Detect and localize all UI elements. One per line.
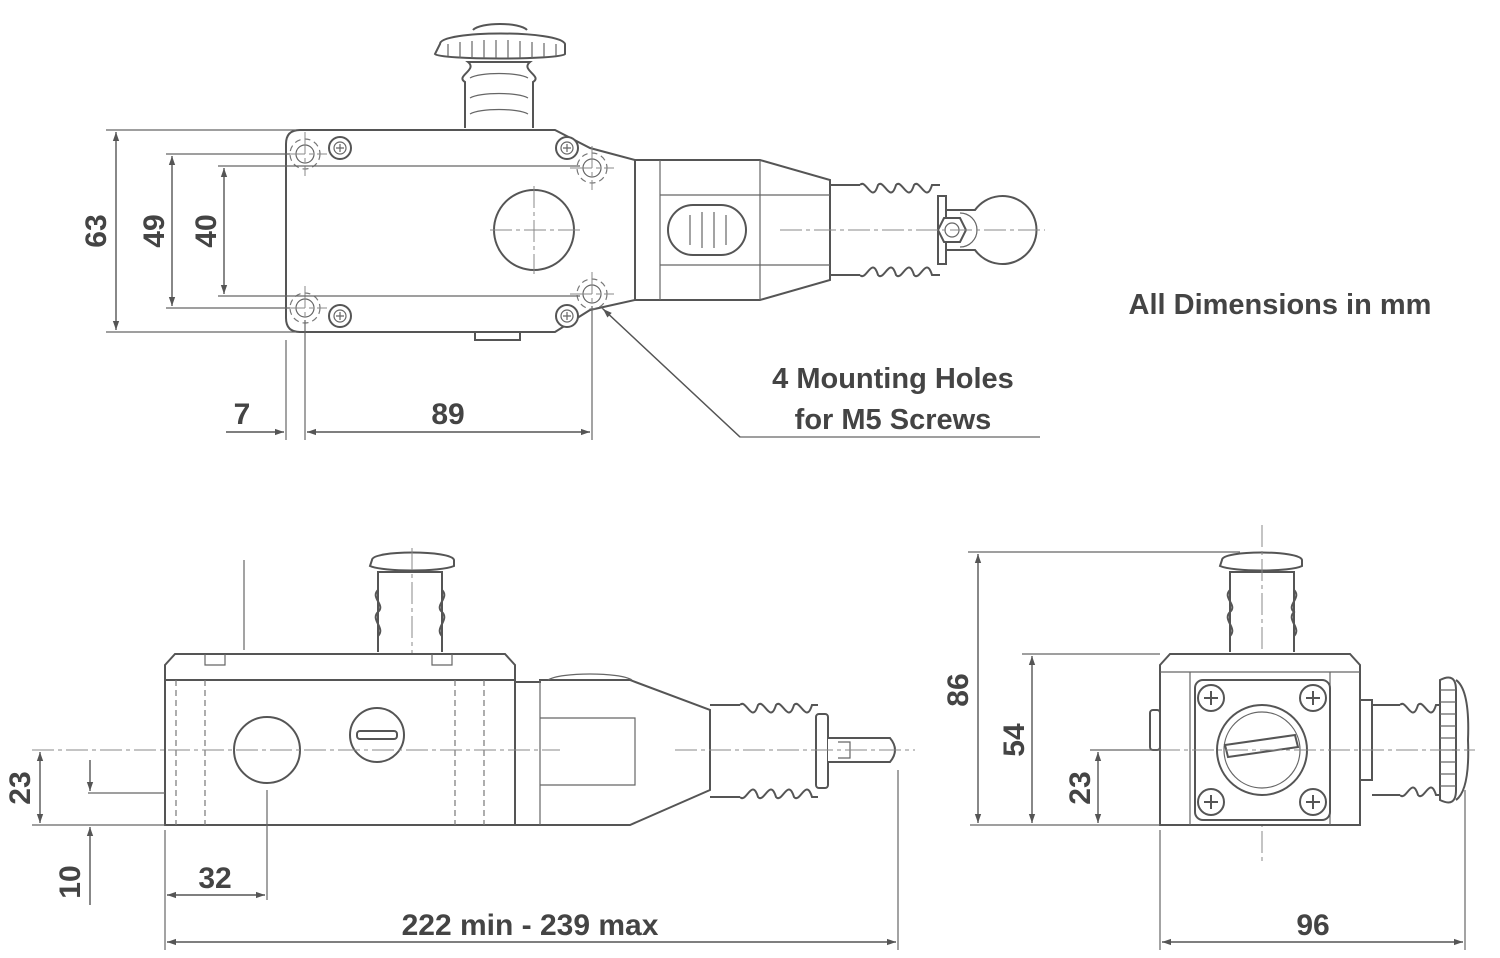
indicator-window <box>667 204 747 256</box>
end-dim-total-height-label: 86 <box>942 673 975 706</box>
dim-inner-label: 40 <box>190 214 223 247</box>
dim-offset-label: 7 <box>234 398 251 431</box>
top-view: 63 49 40 7 89 <box>80 23 1045 440</box>
dim-height-label: 63 <box>80 214 113 247</box>
side-dim-foot-label: 10 <box>54 865 87 898</box>
housing-top <box>285 129 636 333</box>
units-note: All Dimensions in mm <box>1129 289 1432 321</box>
mounting-holes-note-line2: for M5 Screws <box>795 404 992 436</box>
side-view: 23 10 32 222 min - 239 max <box>4 548 915 950</box>
housing-side <box>164 679 516 826</box>
mounting-holes-note-line1: 4 Mounting Holes <box>772 363 1014 395</box>
end-dim-width-label: 96 <box>1296 909 1329 942</box>
end-view: 86 54 23 96 <box>942 525 1475 950</box>
dim-hole-pitch-h-label: 89 <box>431 398 464 431</box>
side-dim-length-label: 222 min - 239 max <box>402 909 659 942</box>
side-dim-hole-dist-label: 32 <box>198 862 231 895</box>
end-dim-axis-height-label: 23 <box>1064 771 1097 804</box>
dim-hole-pitch-v-label: 49 <box>138 214 171 247</box>
end-dim-body-height-label: 54 <box>998 723 1031 757</box>
side-dim-axis-height-label: 23 <box>4 771 37 804</box>
knob-top <box>433 23 566 128</box>
